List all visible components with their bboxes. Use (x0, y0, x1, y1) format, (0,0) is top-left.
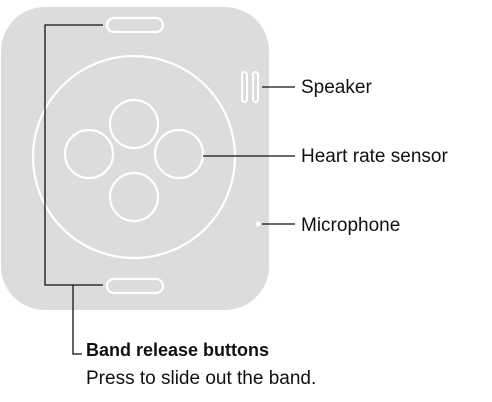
band-release-bracket (44, 24, 103, 286)
heart-rate-sensor-label: Heart rate sensor (301, 146, 448, 167)
sensor-ring (31, 54, 237, 260)
speaker-label: Speaker (301, 77, 372, 98)
band-release-button-top (105, 16, 165, 34)
speaker-slot-1 (241, 71, 248, 103)
watch-body (1, 7, 269, 310)
sensor-window-top (108, 98, 160, 150)
sensor-window-right (153, 128, 205, 180)
band-release-description: Press to slide out the band. (86, 368, 317, 389)
band-release-button-bottom (105, 277, 165, 295)
microphone-label: Microphone (301, 215, 401, 236)
sensor-window-bottom (108, 171, 160, 223)
speaker-slot-2 (252, 71, 259, 103)
band-release-leader (72, 285, 82, 355)
sensor-window-left (63, 128, 115, 180)
band-release-title: Band release buttons (86, 340, 270, 360)
microphone-hole (255, 221, 261, 227)
